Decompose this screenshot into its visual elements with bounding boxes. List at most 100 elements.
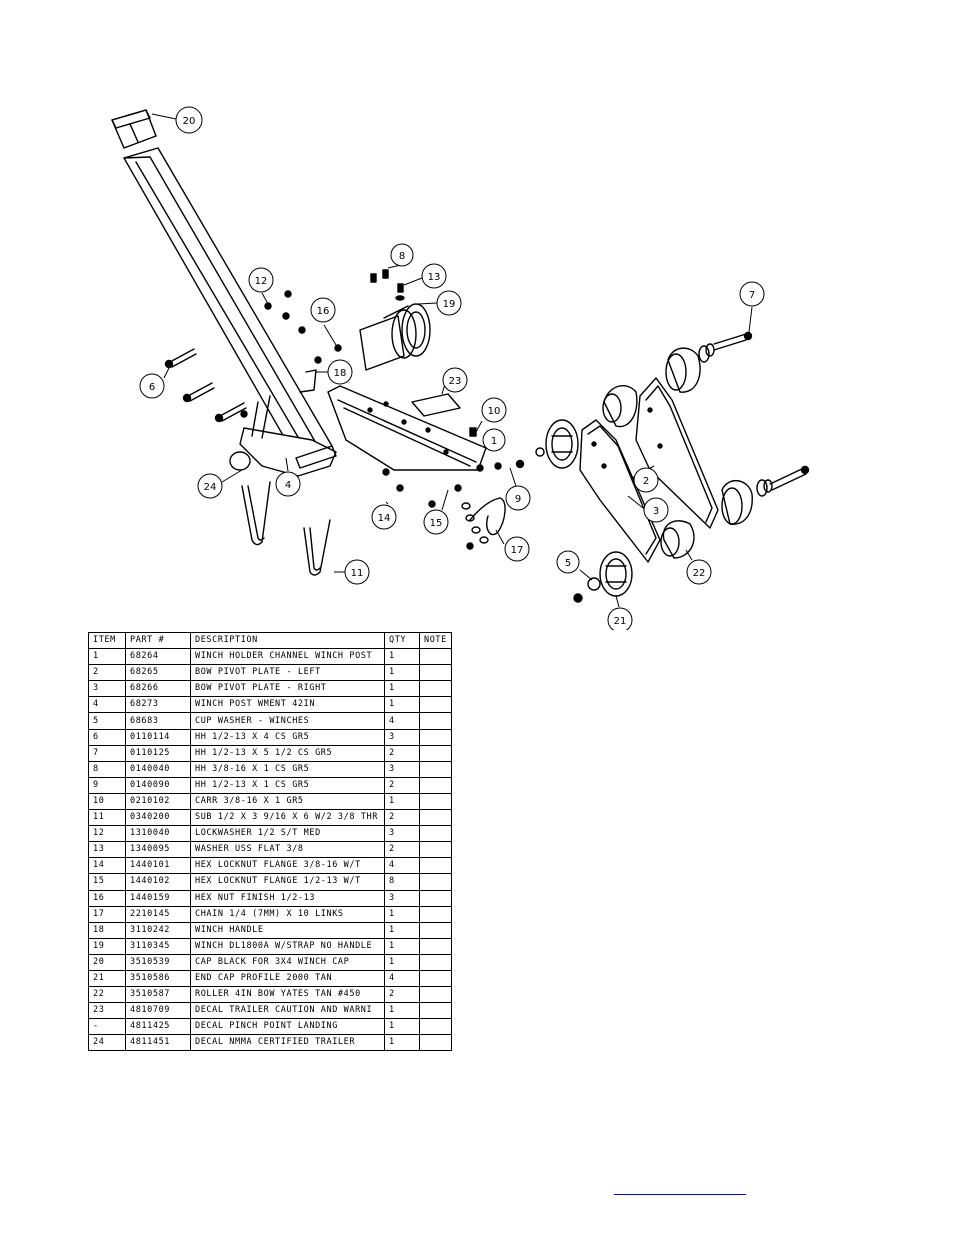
svg-text:12: 12 — [255, 276, 268, 287]
cell-item: 5 — [88, 712, 126, 730]
callout-7: 7 — [739, 281, 765, 307]
callout-18: 18 — [327, 359, 353, 385]
cell-part: 68273 — [125, 696, 191, 714]
footer-link[interactable] — [614, 1180, 746, 1195]
cell-note — [419, 648, 452, 666]
cell-qty: 1 — [384, 1018, 420, 1036]
cell-part: 0110125 — [125, 744, 191, 762]
cell-item: 1 — [88, 648, 126, 666]
svg-text:14: 14 — [378, 513, 391, 524]
cell-description: WINCH DL1800A W/STRAP NO HANDLE — [190, 937, 385, 955]
cell-part: 68264 — [125, 648, 191, 666]
cell-note — [419, 744, 452, 762]
cell-note — [419, 905, 452, 923]
cell-description: HEX LOCKNUT FLANGE 1/2-13 W/T — [190, 873, 385, 891]
cell-description: LOCKWASHER 1/2 S/T MED — [190, 825, 385, 843]
svg-text:2: 2 — [643, 476, 649, 487]
cell-note — [419, 857, 452, 875]
cell-qty: 2 — [384, 986, 420, 1004]
cell-note — [419, 760, 452, 778]
callout-11: 11 — [344, 559, 370, 585]
cell-note — [419, 937, 452, 955]
callout-24: 24 — [197, 473, 223, 499]
svg-text:6: 6 — [149, 382, 155, 393]
cell-description: ROLLER 4IN BOW YATES TAN #450 — [190, 986, 385, 1004]
cell-item: 9 — [88, 776, 126, 794]
callout-4: 4 — [275, 471, 301, 497]
winch-post-tube — [123, 147, 337, 477]
cell-item: 19 — [88, 937, 126, 955]
header-description: DESCRIPTION — [190, 631, 385, 650]
cell-part: 0140090 — [125, 776, 191, 794]
cell-note — [419, 825, 452, 843]
bolts-item-6 — [164, 348, 247, 423]
svg-text:4: 4 — [285, 480, 291, 491]
cell-description: HH 1/2-13 X 5 1/2 CS GR5 — [190, 744, 385, 762]
winch — [359, 303, 431, 371]
callout-1: 1 — [482, 428, 506, 452]
cell-part: 68265 — [125, 664, 191, 682]
bow-pivot-plate-left — [635, 377, 719, 529]
cell-qty: 1 — [384, 680, 420, 698]
winch-holder-channel — [327, 385, 487, 471]
cell-qty: 3 — [384, 825, 420, 843]
cell-part: 4810709 — [125, 1002, 191, 1020]
cell-note — [419, 986, 452, 1004]
callout-9: 9 — [505, 485, 531, 511]
cell-description: HEX LOCKNUT FLANGE 3/8-16 W/T — [190, 857, 385, 875]
callout-15: 15 — [423, 509, 449, 535]
cell-item: 13 — [88, 841, 126, 859]
cell-note — [419, 728, 452, 746]
cell-item: 14 — [88, 857, 126, 875]
cell-qty: 1 — [384, 921, 420, 939]
decal-nmma — [229, 451, 251, 471]
svg-text:9: 9 — [515, 494, 521, 505]
cell-note — [419, 1002, 452, 1020]
callout-5: 5 — [556, 550, 580, 574]
svg-text:15: 15 — [430, 518, 443, 529]
cell-description: HH 1/2-13 X 4 CS GR5 — [190, 728, 385, 746]
cell-description: WINCH HANDLE — [190, 921, 385, 939]
cell-part: 68266 — [125, 680, 191, 698]
cell-note — [419, 1034, 452, 1052]
svg-text:18: 18 — [334, 368, 347, 379]
cell-item: 24 — [88, 1034, 126, 1052]
cell-item: 4 — [88, 696, 126, 714]
cell-note — [419, 873, 452, 891]
cell-part: 3510539 — [125, 953, 191, 971]
bolts-item-8 — [370, 269, 405, 301]
cell-item: - — [88, 1018, 126, 1036]
cell-qty: 4 — [384, 712, 420, 730]
cell-part: 68683 — [125, 712, 191, 730]
svg-text:21: 21 — [614, 616, 627, 627]
cell-qty: 3 — [384, 889, 420, 907]
cell-note — [419, 712, 452, 730]
callout-balloons: 20 8 13 19 12 16 7 18 6 23 10 1 2 9 24 4… — [139, 106, 765, 630]
u-bolts — [241, 481, 331, 576]
cell-item: 21 — [88, 969, 126, 988]
cell-note — [419, 680, 452, 698]
cell-qty: 4 — [384, 969, 420, 988]
svg-text:1: 1 — [491, 436, 497, 447]
svg-text:22: 22 — [693, 568, 706, 579]
cell-qty: 1 — [384, 664, 420, 682]
cell-part: 3110345 — [125, 937, 191, 955]
cell-item: 16 — [88, 889, 126, 907]
cell-item: 20 — [88, 953, 126, 971]
callout-6: 6 — [139, 373, 165, 399]
callout-22: 22 — [686, 559, 712, 585]
cell-item: 23 — [88, 1002, 126, 1020]
callout-14: 14 — [371, 504, 397, 530]
